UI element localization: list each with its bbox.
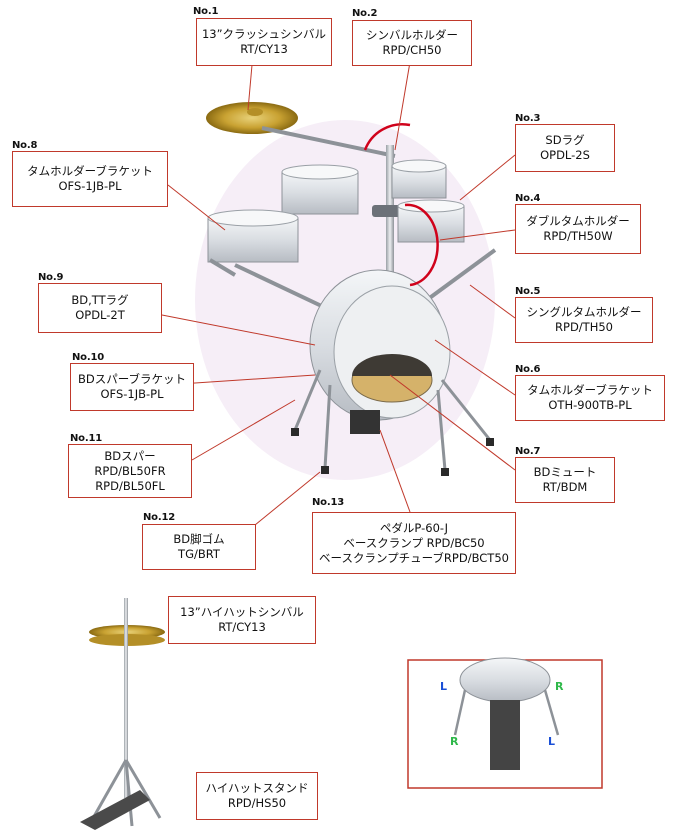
- marker-left: L: [440, 680, 447, 693]
- hihat-stand: [80, 598, 165, 830]
- part-number: No.3: [515, 113, 541, 124]
- part-number: No.9: [38, 272, 64, 283]
- center-stand: [372, 145, 402, 320]
- part-number: No.5: [515, 286, 541, 297]
- highlight-marks: [363, 123, 439, 287]
- part-number: No.7: [515, 446, 541, 457]
- part-number: No.12: [143, 512, 175, 523]
- part-number: No.6: [515, 364, 541, 375]
- part-number: No.8: [12, 140, 38, 151]
- floor-tom-left: [207, 209, 299, 263]
- marker-left: L: [548, 735, 555, 748]
- part-number: No.4: [515, 193, 541, 204]
- part-number: No.11: [70, 433, 102, 444]
- leader-lines: [161, 61, 516, 526]
- part-number: No.2: [352, 8, 378, 19]
- tom-arms: [208, 248, 497, 312]
- marker-right: R: [555, 680, 564, 693]
- bass-drum-spurs: [293, 369, 492, 471]
- marker-right: R: [450, 735, 459, 748]
- snare-drum: [391, 159, 447, 199]
- rack-tom-right: [397, 199, 465, 243]
- part-number: No.13: [312, 497, 344, 508]
- pedal-unit: [350, 410, 380, 434]
- spur-feet: [291, 428, 494, 476]
- rack-tom-left: [281, 164, 359, 215]
- part-number: No.1: [193, 6, 219, 17]
- bass-drum: [309, 269, 451, 421]
- part-number: No.10: [72, 352, 104, 363]
- inset-bass-drum: [453, 657, 560, 770]
- crash-cymbal: [206, 102, 396, 158]
